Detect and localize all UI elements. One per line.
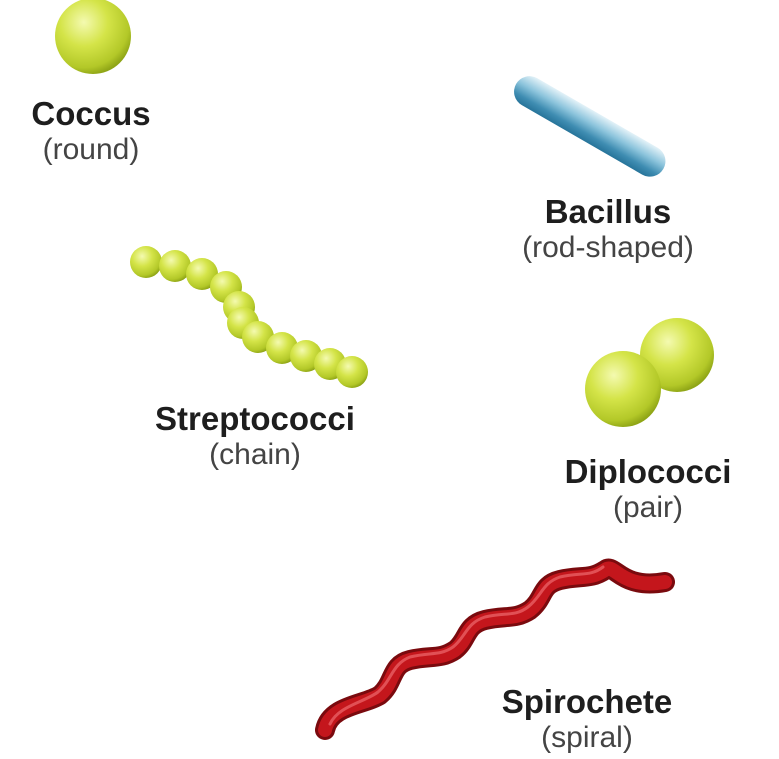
coccus-name: Coccus — [0, 95, 182, 133]
bacillus-label: Bacillus (rod-shaped) — [470, 193, 746, 265]
bacillus-rod — [508, 71, 671, 183]
diplococci-label: Diplococci (pair) — [528, 453, 768, 525]
streptococci-label: Streptococci (chain) — [96, 400, 414, 472]
bacillus-description: (rod-shaped) — [470, 231, 746, 266]
streptococci-chain — [130, 246, 368, 388]
spirochete-name: Spirochete — [452, 683, 722, 721]
coccus-sphere — [55, 0, 131, 74]
diplococci-pair — [585, 318, 714, 427]
streptococci-name: Streptococci — [96, 400, 414, 438]
diplococci-name: Diplococci — [528, 453, 768, 491]
diplococci-description: (pair) — [528, 491, 768, 526]
streptococci-description: (chain) — [96, 438, 414, 473]
spirochete-description: (spiral) — [452, 721, 722, 756]
coccus-description: (round) — [0, 133, 182, 168]
bacillus-name: Bacillus — [470, 193, 746, 231]
coccus-label: Coccus (round) — [0, 95, 182, 167]
spirochete-label: Spirochete (spiral) — [452, 683, 722, 755]
